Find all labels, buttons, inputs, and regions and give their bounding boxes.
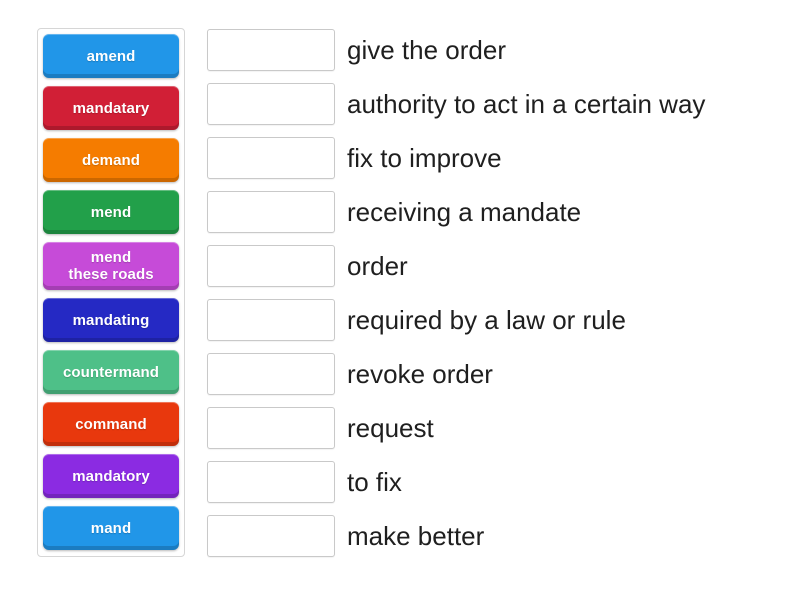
word-tile-label: command: [75, 415, 147, 433]
word-tile-label: demand: [81, 151, 141, 169]
answer-row: make better: [207, 515, 705, 557]
definition-label: to fix: [347, 467, 402, 497]
definition-label: order: [347, 251, 408, 281]
draggable-word-tiles-panel: amend mandatary demand mend mend these roads…: [37, 28, 185, 557]
answer-row: fix to improve: [207, 137, 705, 179]
word-tile-label: mandatary: [72, 99, 150, 117]
answer-row: revoke order: [207, 353, 705, 395]
word-tile[interactable]: mand: [43, 506, 179, 550]
definition-label: request: [347, 413, 434, 443]
word-tile-label: amend: [86, 47, 136, 65]
definition-label: revoke order: [347, 359, 493, 389]
answer-drop-zone[interactable]: [207, 407, 335, 449]
word-tile-label: mandatory: [72, 467, 150, 485]
answer-drop-zone[interactable]: [207, 353, 335, 395]
answer-drop-zone[interactable]: [207, 461, 335, 503]
word-tile-label: mandating: [72, 311, 150, 329]
definition-label: give the order: [347, 35, 506, 65]
definition-label: authority to act in a certain way: [347, 89, 706, 119]
answer-row: receiving a mandate: [207, 191, 705, 233]
word-tile[interactable]: mandating: [43, 298, 179, 342]
word-tile[interactable]: mend these roads: [43, 242, 179, 290]
answer-row: required by a law or rule: [207, 299, 705, 341]
answer-drop-zone[interactable]: [207, 137, 335, 179]
definition-label: receiving a mandate: [347, 197, 582, 227]
definition-label: fix to improve: [347, 143, 502, 173]
word-tile-label: mend these roads: [68, 249, 154, 283]
answer-drop-zone[interactable]: [207, 191, 335, 233]
answer-row: give the order: [207, 29, 705, 71]
answer-drop-zone[interactable]: [207, 83, 335, 125]
answer-drop-zone[interactable]: [207, 29, 335, 71]
word-tile-label: mand: [90, 519, 132, 537]
answer-drop-zone[interactable]: [207, 515, 335, 557]
answer-drop-zone[interactable]: [207, 299, 335, 341]
word-tile-label: mend: [90, 203, 132, 221]
word-tile-label: countermand: [62, 363, 160, 381]
word-tile[interactable]: mend: [43, 190, 179, 234]
definition-label: required by a law or rule: [347, 305, 626, 335]
definition-label: make better: [347, 521, 485, 551]
word-tile[interactable]: countermand: [43, 350, 179, 394]
word-tile[interactable]: mandatary: [43, 86, 179, 130]
word-tile[interactable]: command: [43, 402, 179, 446]
word-tile[interactable]: amend: [43, 34, 179, 78]
answer-drop-zone[interactable]: [207, 245, 335, 287]
definition-drop-rows-panel: give the order authority to act in a cert…: [207, 29, 705, 557]
answer-row: request: [207, 407, 705, 449]
answer-row: to fix: [207, 461, 705, 503]
answer-row: order: [207, 245, 705, 287]
answer-row: authority to act in a certain way: [207, 83, 705, 125]
word-tile[interactable]: mandatory: [43, 454, 179, 498]
word-tile[interactable]: demand: [43, 138, 179, 182]
